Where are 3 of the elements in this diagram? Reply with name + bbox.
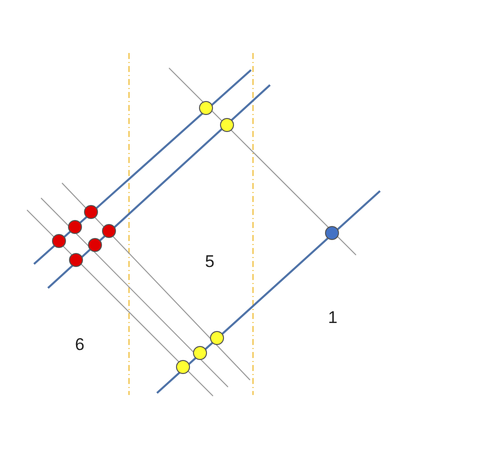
- region-label: 1: [328, 309, 338, 326]
- region-label: 5: [205, 253, 214, 270]
- region-label: 6: [75, 336, 84, 353]
